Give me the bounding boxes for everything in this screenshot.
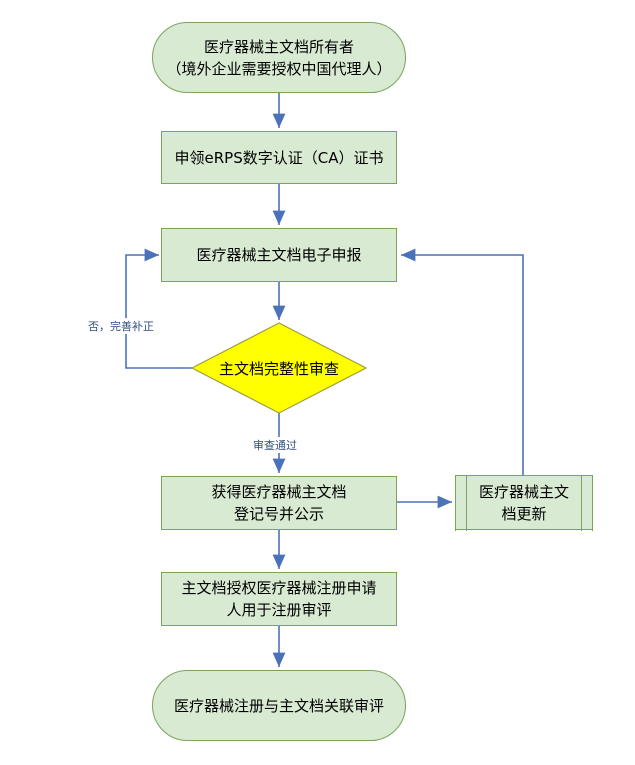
node-electronic-submission: 医疗器械主文档电子申报	[161, 228, 397, 282]
owner-line1: 医疗器械主文档所有者	[203, 37, 354, 56]
authorize-line2: 人用于注册审评	[226, 601, 332, 619]
node-ca-certificate: 申领eRPS数字认证（CA）证书	[161, 131, 397, 184]
ca-cert-text: 申领eRPS数字认证（CA）证书	[174, 148, 384, 167]
arrow-update-to-submit	[401, 248, 524, 475]
e-submit-text: 医疗器械主文档电子申报	[196, 246, 362, 264]
owner-line2: （境外企业需要授权中国代理人）	[166, 59, 392, 78]
arrow-review-no-loop	[125, 248, 192, 369]
node-authorization: 主文档授权医疗器械注册申请 人用于注册审评	[161, 572, 397, 626]
node-owner: 医疗器械主文档所有者 （境外企业需要授权中国代理人）	[152, 22, 406, 93]
link-review-text: 医疗器械注册与主文档关联审评	[173, 696, 384, 715]
reg-line2: 登记号并公示	[233, 505, 324, 523]
subprocess-bar-left	[455, 474, 467, 531]
edge-label-no: 否，完善补正	[88, 318, 154, 334]
update-line1: 医疗器械主文	[478, 482, 569, 501]
decision-diamond	[190, 322, 368, 414]
node-registration-number: 获得医疗器械主文档 登记号并公示	[161, 476, 397, 530]
node-linked-review: 医疗器械注册与主文档关联审评	[152, 670, 406, 741]
node-master-file-update: 医疗器械主文 档更新	[455, 474, 593, 531]
subprocess-bar-right	[581, 474, 593, 531]
update-line2: 档更新	[501, 504, 547, 523]
review-decision-label: 主文档完整性审查	[218, 360, 339, 378]
edge-label-pass: 审查通过	[253, 437, 297, 453]
authorize-line1: 主文档授权医疗器械注册申请	[181, 579, 377, 597]
reg-line1: 获得医疗器械主文档	[211, 483, 347, 501]
